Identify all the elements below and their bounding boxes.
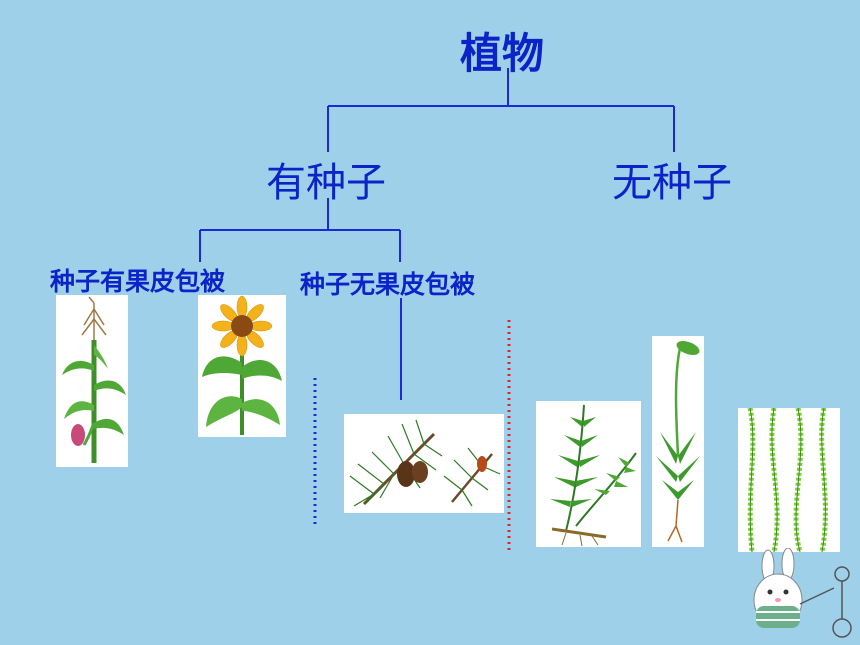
sunflower-image <box>198 295 286 437</box>
spirogyra-algae-icon <box>747 408 828 552</box>
corn-image <box>56 295 128 467</box>
pine-image <box>344 414 504 513</box>
moss-plant-icon <box>656 341 700 543</box>
sunflower-plant-icon <box>202 295 282 435</box>
gymnosperm-label: 种子无果皮包被 <box>300 270 476 299</box>
spirogyra-image <box>738 408 840 552</box>
bunny-mascot-icon <box>753 548 852 638</box>
fern-image <box>536 401 641 547</box>
with-seed-label: 有种子 <box>266 160 386 206</box>
fern-plant-icon <box>550 404 637 547</box>
diagram-title: 植物 <box>460 29 545 78</box>
moss-image <box>652 336 704 547</box>
corn-plant-icon <box>62 296 126 463</box>
pine-branch-icon <box>349 419 501 507</box>
without-seed-label: 无种子 <box>612 160 732 206</box>
angiosperm-label: 种子有果皮包被 <box>50 267 226 296</box>
